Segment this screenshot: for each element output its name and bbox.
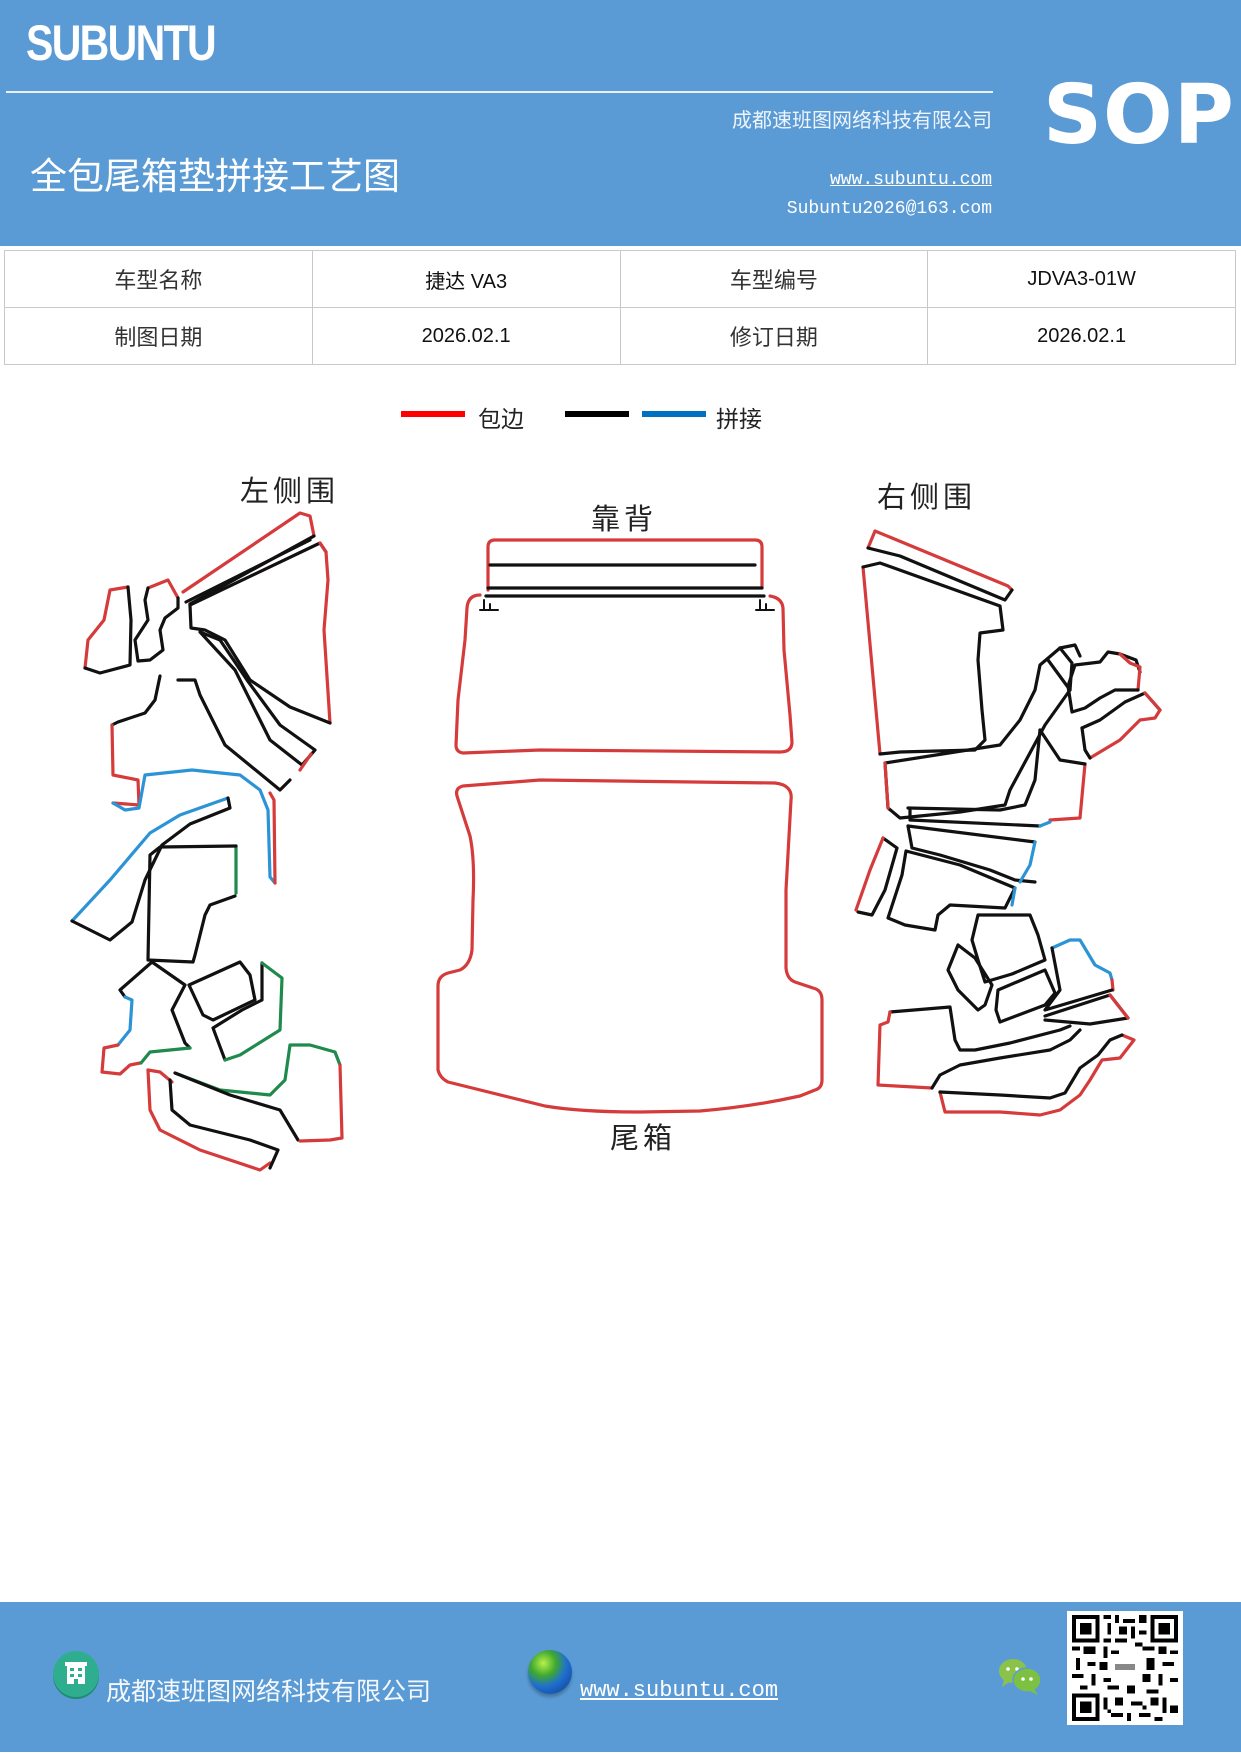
right-side-pieces [854, 529, 1162, 1117]
line-legend: 包边 拼接 [0, 398, 1241, 438]
left-side-pieces [70, 511, 344, 1172]
footer-website-link[interactable]: www.subuntu.com [580, 1678, 779, 1703]
table-row: 车型名称 捷达 VA3 车型编号 JDVA3-01W [4, 250, 1236, 308]
website-link[interactable]: www.subuntu.com [829, 170, 992, 190]
drawing-date-label: 制图日期 [4, 307, 313, 365]
legend-swatch-red [401, 411, 465, 417]
legend-label-binding: 包边 [478, 407, 524, 433]
label-right-side: 右侧围 [877, 480, 977, 514]
model-name-label: 车型名称 [4, 250, 313, 308]
legend-label-splice: 拼接 [716, 407, 762, 433]
page-footer: 成都速班图网络科技有限公司 www.subuntu.com [0, 1602, 1241, 1752]
model-code-value: JDVA3-01W [927, 250, 1236, 308]
model-name-value: 捷达 VA3 [311, 250, 621, 308]
legend-swatch-black [565, 411, 629, 417]
model-code-label: 车型编号 [619, 250, 929, 308]
company-name: 成都速班图网络科技有限公司 [732, 108, 992, 132]
drawing-date-value: 2026.02.1 [311, 307, 621, 365]
label-backrest: 靠背 [591, 502, 658, 536]
globe-icon [528, 1650, 572, 1694]
page-title: 全包尾箱垫拼接工艺图 [30, 155, 400, 198]
building-icon [53, 1651, 99, 1697]
vehicle-info-table: 车型名称 捷达 VA3 车型编号 JDVA3-01W 制图日期 2026.02.… [4, 250, 1236, 365]
brand-logo: SUBUNTU [26, 15, 217, 71]
page-header: SUBUNTU 成都速班图网络科技有限公司 全包尾箱垫拼接工艺图 www.sub… [0, 0, 1241, 246]
revision-date-value: 2026.02.1 [927, 307, 1236, 365]
qr-code [1067, 1611, 1183, 1725]
backrest-pieces [454, 538, 794, 755]
mat-splicing-diagram: 左侧围 靠背 右侧围 尾箱 [0, 440, 1241, 1180]
email-address: Subuntu2026@163.com [786, 199, 992, 219]
label-trunk: 尾箱 [610, 1121, 677, 1155]
sop-badge: SOP [1043, 68, 1235, 163]
footer-company-name: 成都速班图网络科技有限公司 [106, 1677, 432, 1706]
table-row: 制图日期 2026.02.1 修订日期 2026.02.1 [4, 307, 1236, 365]
wechat-icon [996, 1656, 1044, 1696]
label-left-side: 左侧围 [240, 474, 340, 508]
legend-swatch-blue [642, 411, 706, 417]
pattern-drawing [70, 511, 1162, 1172]
header-divider [6, 91, 993, 93]
revision-date-label: 修订日期 [619, 307, 929, 365]
trunk-pieces [436, 778, 824, 1114]
